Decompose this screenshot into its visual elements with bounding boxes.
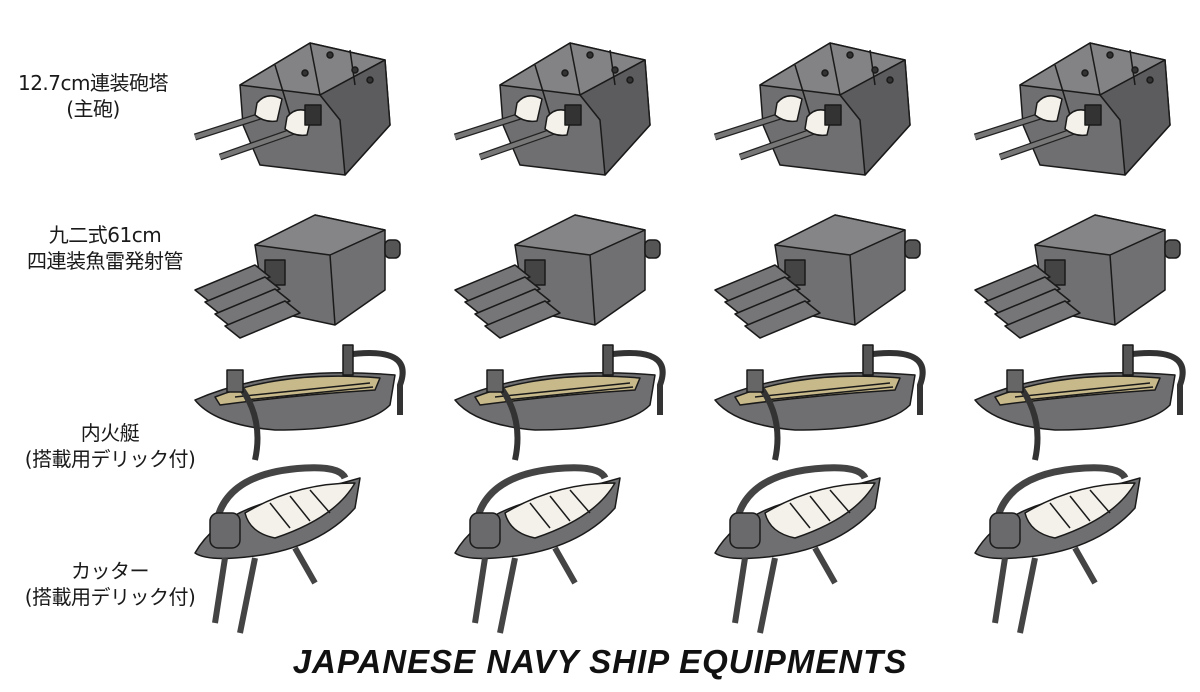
- launch-label: 内火艇 (搭載用デリック付): [5, 420, 215, 472]
- cutter-label-line2: (搭載用デリック付): [24, 585, 196, 609]
- turret-label: 12.7cm連装砲塔 (主砲): [8, 70, 178, 122]
- cutter-illustration: [195, 468, 360, 633]
- launch-illustration: [715, 345, 923, 460]
- launch-illustration: [455, 345, 663, 460]
- launch-label-line1: 内火艇: [80, 421, 140, 445]
- launch-label-line2: (搭載用デリック付): [24, 447, 196, 471]
- cutter-label-line1: カッター: [71, 559, 150, 583]
- torpedo-label-line1: 九二式61cm: [48, 223, 162, 247]
- turret-illustration: [455, 43, 650, 175]
- page-title: JAPANESE NAVY SHIP EQUIPMENTS: [292, 643, 908, 680]
- cutter-illustration: [455, 468, 620, 633]
- launch-illustration: [195, 345, 403, 460]
- torpedo-illustration: [974, 214, 1181, 339]
- torpedo-illustration: [714, 214, 921, 339]
- torpedo-illustration: [194, 214, 401, 339]
- cutter-illustration: [975, 468, 1140, 633]
- torpedo-label-line2: 四連装魚雷発射管: [27, 249, 184, 273]
- cutter-illustration: [715, 468, 880, 633]
- turret-illustration: [975, 43, 1170, 175]
- turret-illustration: [715, 43, 910, 175]
- launch-illustration: [975, 345, 1183, 460]
- cutter-label: カッター (搭載用デリック付): [5, 558, 215, 610]
- torpedo-illustration: [454, 214, 661, 339]
- turret-illustration: [195, 43, 390, 175]
- turret-label-line1: 12.7cm連装砲塔: [17, 71, 169, 95]
- torpedo-label: 九二式61cm 四連装魚雷発射管: [10, 222, 200, 274]
- turret-label-line2: (主砲): [66, 97, 120, 121]
